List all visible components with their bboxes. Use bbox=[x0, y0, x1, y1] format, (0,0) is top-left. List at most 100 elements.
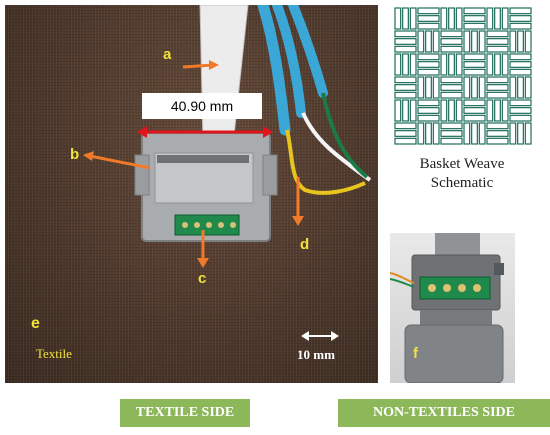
weave-strand bbox=[494, 53, 501, 76]
weave-strand bbox=[417, 15, 440, 22]
pin bbox=[194, 222, 200, 228]
weave-strand bbox=[509, 7, 532, 15]
weave-strand bbox=[394, 30, 417, 38]
label-d: d bbox=[300, 236, 310, 253]
textile-label: Textile bbox=[36, 346, 72, 361]
weave-strand bbox=[478, 122, 486, 145]
weave-strand bbox=[440, 91, 463, 99]
weave-strand bbox=[417, 30, 425, 53]
pin bbox=[230, 222, 236, 228]
orange-wire bbox=[390, 272, 415, 284]
arrowhead-b bbox=[83, 151, 94, 161]
weave-strand bbox=[417, 99, 440, 107]
weave-strand bbox=[394, 84, 417, 91]
weave-strand bbox=[417, 61, 440, 68]
weave-strand bbox=[509, 53, 532, 61]
weave-strand bbox=[463, 15, 486, 22]
scale-label: 10 mm bbox=[297, 347, 335, 362]
weave-strand bbox=[394, 76, 417, 84]
weave-strand bbox=[486, 38, 509, 45]
housing-tab bbox=[262, 154, 278, 196]
housing-tab bbox=[134, 154, 150, 196]
weave-caption-line2: Schematic bbox=[430, 175, 494, 191]
weave-strand bbox=[463, 53, 486, 61]
weave-strand bbox=[394, 53, 402, 76]
weave-strand bbox=[394, 7, 402, 30]
scale-arrowhead bbox=[331, 331, 339, 341]
weave-strand bbox=[524, 122, 532, 145]
weave-strand bbox=[471, 76, 478, 99]
green-wire bbox=[321, 92, 369, 179]
weave-strand bbox=[463, 61, 486, 68]
weave-strand bbox=[509, 76, 517, 99]
weave-strand bbox=[417, 107, 440, 114]
side-tab bbox=[494, 263, 504, 275]
weave-strand bbox=[440, 130, 463, 137]
weave-strand bbox=[517, 122, 524, 145]
weave-strand bbox=[402, 99, 409, 122]
scale-arrowhead bbox=[301, 331, 309, 341]
dimension-label: 40.90 mm bbox=[142, 93, 262, 119]
arrow-b bbox=[84, 153, 151, 170]
weave-strand bbox=[471, 30, 478, 53]
weave-strand bbox=[486, 7, 494, 30]
textile-side-photo bbox=[5, 5, 378, 383]
weave-strand bbox=[509, 107, 532, 114]
weave-strand bbox=[417, 22, 440, 30]
weave-strand bbox=[471, 122, 478, 145]
weave-strand bbox=[440, 99, 448, 122]
weave-strand bbox=[440, 7, 448, 30]
yellow-wire bbox=[285, 129, 366, 195]
neck bbox=[420, 310, 492, 326]
sensor-underside-illustration bbox=[390, 233, 504, 383]
weave-strand bbox=[440, 30, 463, 38]
weave-strand bbox=[517, 76, 524, 99]
weave-strand bbox=[402, 53, 409, 76]
weave-strand bbox=[448, 53, 455, 76]
label-e: e bbox=[31, 315, 40, 332]
weave-strand bbox=[463, 107, 486, 114]
weave-strand bbox=[463, 22, 486, 30]
weave-strand bbox=[501, 7, 509, 30]
weave-strand bbox=[417, 114, 440, 122]
weave-strand bbox=[394, 99, 402, 122]
weave-strand bbox=[509, 22, 532, 30]
weave-strand bbox=[463, 122, 471, 145]
weave-strand bbox=[478, 30, 486, 53]
pin bbox=[182, 222, 188, 228]
weave-strand bbox=[486, 30, 509, 38]
non-textiles-side-caption: NON-TEXTILES SIDE bbox=[338, 399, 550, 427]
weave-strand bbox=[417, 76, 425, 99]
weave-strand bbox=[524, 30, 532, 53]
weave-strand bbox=[432, 30, 440, 53]
weave-strand bbox=[394, 91, 417, 99]
label-c: c bbox=[198, 270, 207, 287]
weave-strand bbox=[509, 99, 532, 107]
weave-strand bbox=[509, 122, 517, 145]
housing-slot bbox=[157, 155, 249, 163]
weave-strand bbox=[402, 7, 409, 30]
arrowhead-c bbox=[197, 258, 209, 268]
base-block bbox=[404, 324, 504, 383]
weave-strand bbox=[448, 99, 455, 122]
weave-strand bbox=[425, 76, 432, 99]
weave-strand bbox=[417, 68, 440, 76]
weave-strand bbox=[417, 53, 440, 61]
pin bbox=[473, 284, 481, 292]
weave-strand bbox=[440, 122, 463, 130]
weave-strand bbox=[501, 99, 509, 122]
weave-strand bbox=[394, 130, 417, 137]
weave-strand bbox=[486, 122, 509, 130]
weave-caption: Basket Weave Schematic bbox=[382, 155, 542, 193]
arrowhead-d bbox=[292, 216, 304, 226]
weave-strand bbox=[394, 122, 417, 130]
weave-strand bbox=[455, 53, 463, 76]
weave-strand bbox=[486, 45, 509, 53]
weave-strand bbox=[440, 45, 463, 53]
weave-strand bbox=[486, 130, 509, 137]
pin bbox=[443, 284, 451, 292]
weave-strand bbox=[478, 76, 486, 99]
weave-strand bbox=[455, 99, 463, 122]
pin bbox=[428, 284, 436, 292]
weave-strand bbox=[501, 53, 509, 76]
